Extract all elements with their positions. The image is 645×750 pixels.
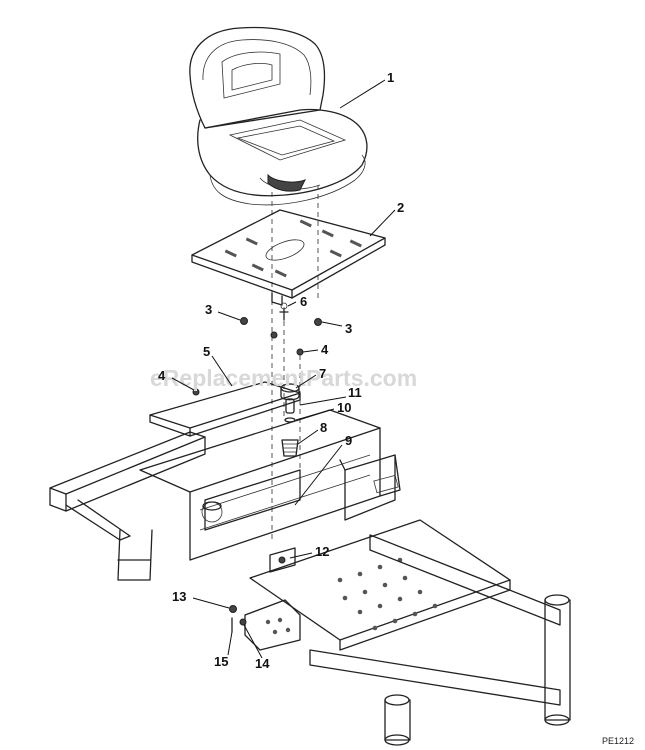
callout-12: 12 <box>315 544 329 559</box>
callout-13: 13 <box>172 589 186 604</box>
callout-1: 1 <box>387 70 394 85</box>
seat-drawing <box>189 26 368 206</box>
frame-drawing <box>49 409 571 746</box>
fasteners-upper <box>192 302 322 396</box>
callout-15: 15 <box>214 654 228 669</box>
callout-8: 8 <box>320 420 327 435</box>
callout-11: 11 <box>348 385 362 400</box>
callout-14: 14 <box>255 656 270 671</box>
callout-3-left: 3 <box>205 302 212 317</box>
callout-10: 10 <box>337 400 351 415</box>
callout-2: 2 <box>397 200 404 215</box>
callout-6: 6 <box>300 294 307 309</box>
figure-code: PE1212 <box>602 736 634 746</box>
leader-lines <box>171 79 396 659</box>
watermark-text: eReplacementParts.com <box>150 365 417 391</box>
callout-4-right: 4 <box>321 342 329 357</box>
callout-5: 5 <box>203 344 210 359</box>
callout-labels: 1 2 3 3 4 4 5 6 7 8 9 10 11 12 13 14 15 <box>158 70 404 671</box>
seat-pan-drawing <box>191 209 386 306</box>
callout-9: 9 <box>345 433 352 448</box>
callout-4-left: 4 <box>158 368 166 383</box>
callout-3-right: 3 <box>345 321 352 336</box>
callout-7: 7 <box>319 366 326 381</box>
